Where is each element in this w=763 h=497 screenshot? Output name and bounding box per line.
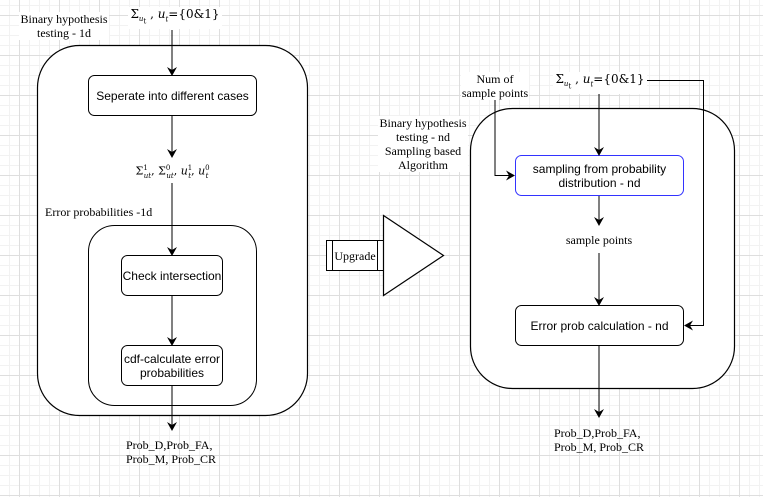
separate-cases-label: Seperate into different cases — [96, 89, 249, 103]
upgrade-triangle-arrow[interactable] — [382, 214, 445, 297]
right-module-container[interactable] — [469, 107, 736, 390]
cases-label: Σ1ut, Σ0ut, u1t, u0t — [120, 161, 224, 183]
left-output-label: Prob_D,Prob_FA, Prob_M, Prob_CR — [126, 438, 217, 466]
left-input-label: Σut , ut={0&1} — [128, 7, 222, 29]
arrow-num-samples-to-sampling — [494, 97, 515, 181]
cdf-calculate-label: cdf-calculate error probabilities — [123, 352, 221, 380]
left-module-title: Binary hypothesis testing - 1d — [19, 12, 109, 40]
check-intersection-label: Check intersection — [122, 269, 222, 283]
upgrade-label: Upgrade — [334, 248, 376, 263]
right-module-title: Binary hypothesis testing - nd Sampling … — [378, 116, 468, 172]
error-prob-calculation-label: Error prob calculation - nd — [530, 319, 669, 333]
arrow-input-to-error-calc — [647, 80, 704, 331]
right-output-label: Prob_D,Prob_FA, Prob_M, Prob_CR — [554, 426, 645, 454]
sampling-label: sampling from probability distribution -… — [532, 162, 667, 190]
sample-points-label: sample points — [559, 233, 639, 247]
error-probabilities-group-title: Error probabilities -1d — [45, 205, 153, 219]
right-input-label: Σut , ut={0&1} — [553, 72, 647, 94]
num-sample-points-label: Num of sample points — [461, 72, 529, 100]
upgrade-process-box[interactable] — [326, 240, 384, 271]
